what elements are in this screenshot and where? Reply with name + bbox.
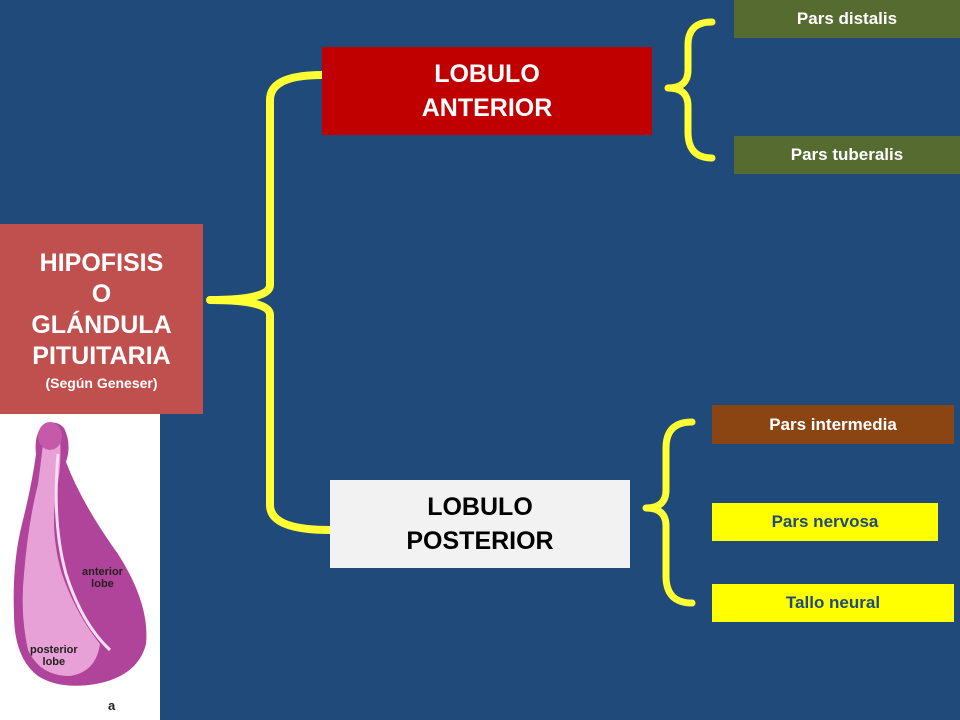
micro-anterior-label: anterior lobe [82,566,123,590]
pituitary-micrograph: anterior lobe posterior lobe a [0,414,160,720]
root-line-2: O [91,279,112,308]
intermediate-cleft [54,453,112,652]
anterior-brace [664,18,716,162]
pars-distalis-box: Pars distalis [734,0,960,38]
neural-stalk-tissue [38,422,62,450]
posterior-brace [642,418,696,607]
micrograph-illustration [13,422,147,686]
root-line-1: HIPOFISIS [39,248,164,277]
posterior-line-1: LOBULO [427,493,533,521]
pituitary-root-box: HIPOFISIS O GLÁNDULA PITUITARIA (Según G… [0,224,203,414]
posterior-lobe-box: LOBULO POSTERIOR [330,480,630,568]
tallo-neural-box: Tallo neural [712,584,954,622]
anterior-line-1: LOBULO [434,60,540,88]
root-line-4: PITUITARIA [32,341,171,370]
micro-posterior-label-1: posterior [30,644,78,656]
root-line-3: GLÁNDULA [31,310,172,339]
main-bracket [206,71,334,534]
micro-anterior-label-1: anterior [82,566,123,578]
pars-tuberalis-box: Pars tuberalis [734,136,960,174]
micro-anterior-label-2: lobe [91,578,114,590]
micro-panel-letter: a [108,698,116,713]
anterior-lobe-box: LOBULO ANTERIOR [322,47,652,135]
posterior-line-2: POSTERIOR [406,527,554,555]
micro-posterior-label: posterior lobe [30,644,78,668]
root-source: (Según Geneser) [45,374,158,391]
anterior-line-2: ANTERIOR [421,94,553,122]
pars-nervosa-box: Pars nervosa [712,503,938,541]
posterior-lobe-tissue [22,432,101,676]
micro-posterior-label-2: lobe [42,656,66,668]
pars-intermedia-box: Pars intermedia [712,405,954,444]
